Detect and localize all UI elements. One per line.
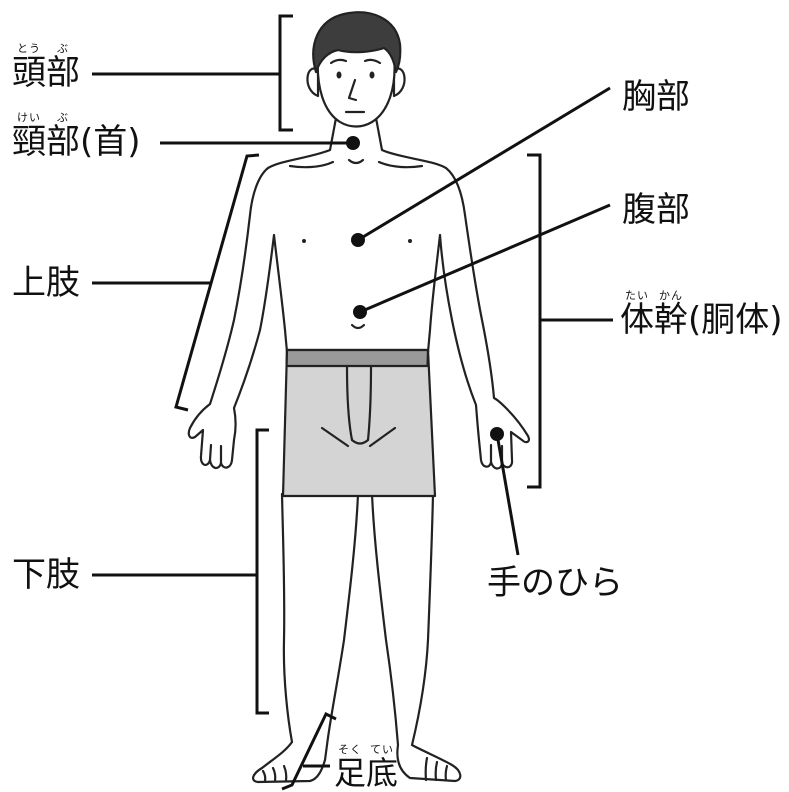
ruby-pair: てい 底 (366, 744, 398, 789)
marker-dot-chest (351, 233, 365, 247)
label-palm: 手のひら (487, 566, 623, 600)
underwear (283, 350, 435, 496)
kanji: 部 (46, 125, 80, 159)
label-text: 腹部 (622, 193, 690, 227)
kanji: 部 (46, 56, 80, 90)
label-lower-limb: 下肢 (12, 558, 80, 592)
label-trunk: たい 体 かん 幹 (胴体) (620, 290, 783, 337)
left-eye (337, 72, 342, 79)
kanji: 体 (620, 303, 654, 337)
ruby-pair: たい 体 (620, 290, 654, 337)
kanji: 底 (366, 757, 398, 789)
label-neck: けい 頸 ぶ 部 (首) (12, 112, 141, 159)
kanji: 幹 (654, 303, 688, 337)
label-text: 胸部 (622, 80, 690, 114)
kanji: 頸 (12, 125, 46, 159)
body-figure (189, 12, 529, 782)
marker-dot-palm (490, 427, 504, 441)
ruby-pair: かん 幹 (654, 290, 688, 337)
ruby-pair: ぶ 部 (46, 43, 80, 90)
label-sole: そく 足 てい 底 (334, 744, 398, 789)
right-eye (370, 72, 375, 79)
ruby-pair: とう 頭 (12, 43, 46, 90)
right-toe-line (446, 766, 447, 780)
bracket-head (280, 16, 293, 130)
label-suffix: (首) (80, 125, 141, 159)
left-finger-line (210, 445, 211, 460)
left-nipple (302, 239, 306, 243)
marker-dot-neck (346, 136, 360, 150)
right-leg (372, 494, 460, 781)
ruby-pair: けい 頸 (12, 112, 46, 159)
ruby-pair: ぶ 部 (46, 112, 80, 159)
label-text: 下肢 (12, 558, 80, 592)
left-leg (253, 494, 358, 782)
marker-dot-abdomen (353, 305, 367, 319)
label-text: 手のひら (487, 566, 623, 600)
bracket-lower-limb (257, 430, 269, 713)
ruby-pair: そく 足 (334, 744, 366, 789)
underwear-waistband (287, 350, 428, 366)
label-head: とう 頭 ぶ 部 (12, 43, 80, 90)
label-suffix: (胴体) (688, 303, 783, 337)
label-abdomen: 腹部 (622, 193, 690, 227)
kanji: 足 (334, 757, 366, 789)
label-upper-limb: 上肢 (12, 266, 80, 300)
right-nipple (408, 239, 412, 243)
label-chest: 胸部 (622, 80, 690, 114)
kanji: 頭 (12, 56, 46, 90)
right-toe-line (426, 758, 427, 780)
label-text: 上肢 (12, 266, 80, 300)
right-toe-line (436, 762, 437, 780)
